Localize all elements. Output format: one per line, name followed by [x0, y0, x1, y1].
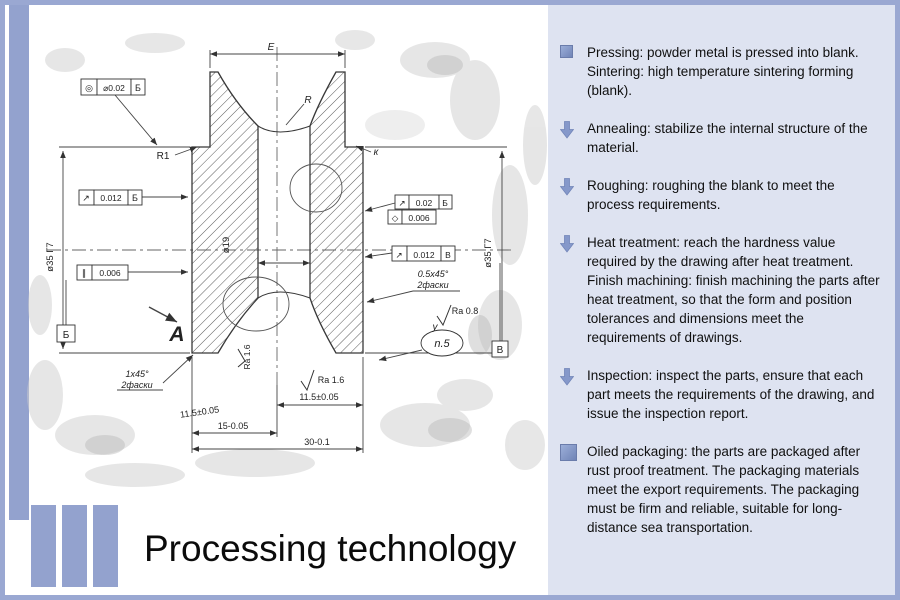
- detail-circles: [222, 163, 343, 332]
- logo-bar: [62, 505, 87, 587]
- fcf2-value: 0.012: [100, 193, 122, 203]
- dim-15-label: 15-0.05: [218, 421, 249, 431]
- step-text: Oiled packaging: the parts are packaged …: [587, 444, 861, 535]
- chamfer1-line2: 2фаски: [416, 280, 448, 290]
- datum-b-label: Б: [63, 330, 70, 341]
- process-step: Roughing: roughing the blank to meet the…: [560, 176, 881, 214]
- square-bullet-large-icon: [560, 442, 578, 461]
- process-step: Inspection: inspect the parts, ensure th…: [560, 366, 881, 423]
- datum-v-label: В: [497, 345, 504, 356]
- ra-08-label: Ra 0.8: [452, 306, 479, 316]
- scan-noise: [27, 30, 547, 487]
- step-text: Roughing: roughing the blank to meet the…: [587, 178, 835, 212]
- chamfer2-line2: 2фаски: [120, 380, 152, 390]
- fcf3-symbol: ∥: [82, 268, 87, 278]
- step-text: Pressing: powder metal is pressed into b…: [587, 45, 859, 98]
- r1-label: R1: [157, 151, 170, 162]
- fcf1-value: ⌀0.02: [103, 83, 125, 93]
- fcf5-value: 0.006: [408, 213, 430, 223]
- logo-bar: [93, 505, 118, 587]
- ra-16-side-label: Ra 1.6: [242, 344, 252, 369]
- fcf6-symbol: ↗: [395, 250, 402, 260]
- dim-30-label: 30-0.1: [304, 437, 330, 447]
- step-text: Inspection: inspect the parts, ensure th…: [587, 368, 875, 421]
- fcf1-datum: Б: [135, 83, 141, 93]
- left-accent-bar: [9, 5, 29, 520]
- radius-label: R: [304, 95, 311, 106]
- chamfer1-line1: 0.5x45°: [418, 269, 449, 279]
- process-step: Pressing: powder metal is pressed into b…: [560, 43, 881, 100]
- scan-noise-dark: [85, 55, 492, 455]
- ra-16-bottom-label: Ra 1.6: [318, 375, 345, 385]
- step-text: Heat treatment: reach the hardness value…: [587, 235, 880, 345]
- part-section: [191, 71, 364, 354]
- fcf6-value: 0.012: [413, 250, 435, 260]
- fcf6-datum: В: [445, 250, 451, 260]
- fcf2-symbol: ↗: [82, 193, 90, 203]
- arrow-down-icon: [560, 366, 578, 386]
- process-steps-panel: Pressing: powder metal is pressed into b…: [548, 5, 895, 595]
- dim-115-right-label: 11.5±0.05: [299, 392, 338, 402]
- arrow-down-icon: [560, 233, 578, 253]
- arrow-down-icon: [560, 176, 578, 196]
- arrow-down-icon: [560, 119, 578, 139]
- process-step: Oiled packaging: the parts are packaged …: [560, 442, 881, 537]
- surface-finish-icons: [237, 304, 452, 392]
- feature-control-frames: [56, 78, 509, 358]
- dia-right-label: ø35 Г7: [483, 238, 494, 267]
- page-title: Processing technology: [144, 528, 517, 569]
- fcf3-value: 0.006: [99, 268, 121, 278]
- dim-115-left-label: 11.5±0.05: [179, 404, 219, 419]
- technical-drawing: E R R1 к ◎ ⌀0.02 Б ↗ 0.012 Б ∥ 0.006 ↗ 0…: [5, 5, 550, 595]
- fcf4-value: 0.02: [416, 198, 433, 208]
- balloon-label: n.5: [434, 338, 450, 350]
- chamfer2-line1: 1x45°: [125, 369, 149, 379]
- square-bullet-icon: [560, 43, 578, 58]
- drawing-labels: E R R1 к ◎ ⌀0.02 Б ↗ 0.012 Б ∥ 0.006 ↗ 0…: [45, 42, 504, 447]
- logo-bar: [31, 505, 56, 587]
- fcf1-symbol: ◎: [85, 83, 93, 93]
- dim-e-label: E: [268, 42, 275, 53]
- fcf4-symbol: ↗: [398, 198, 405, 208]
- y-label: у: [432, 322, 439, 333]
- view-a-label: A: [168, 323, 184, 346]
- dia-left-label: ø35 Г7: [45, 242, 56, 271]
- k-label: к: [374, 147, 380, 158]
- fcf2-datum: Б: [132, 193, 138, 203]
- dimension-lines: [59, 50, 507, 453]
- process-step: Heat treatment: reach the hardness value…: [560, 233, 881, 347]
- fcf4-datum: Б: [442, 198, 448, 208]
- fcf5-symbol: ◇: [392, 213, 399, 223]
- step-text: Annealing: stabilize the internal struct…: [587, 121, 868, 155]
- dia-bore-label: ø19: [221, 237, 232, 253]
- process-step: Annealing: stabilize the internal struct…: [560, 119, 881, 157]
- logo-bars: [31, 505, 118, 587]
